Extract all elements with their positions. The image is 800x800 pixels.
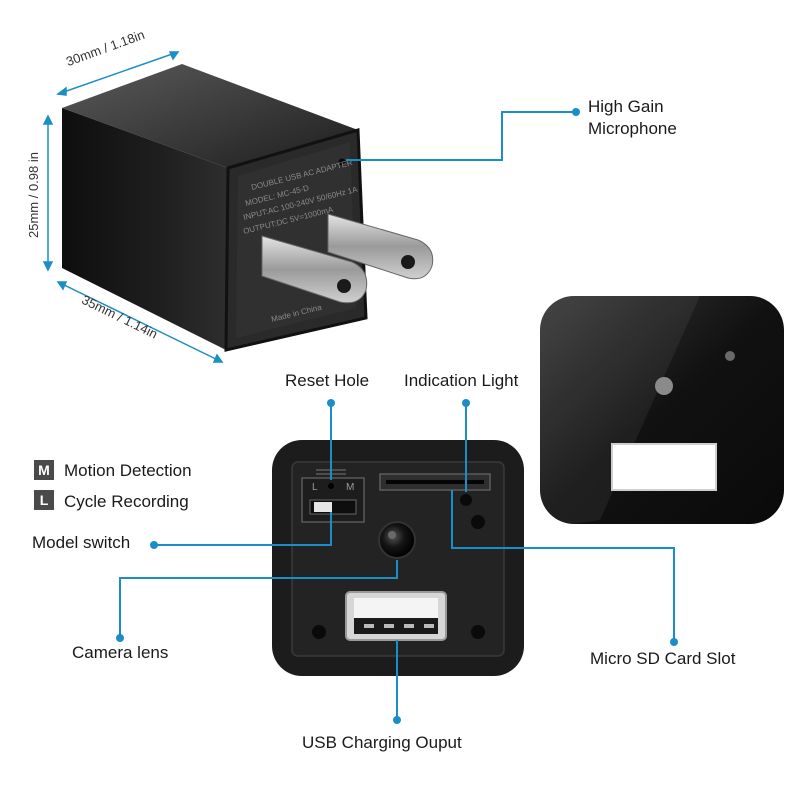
label-high-gain: High Gain [588,97,664,116]
dimension-lines [42,51,224,363]
switch-letter-l: L [312,482,318,493]
camera-lens [378,521,416,559]
badge-motion: M [34,460,54,480]
camera-back-panel: L M [272,440,524,676]
label-model-switch: Model switch [32,533,131,552]
label-reset-hole: Reset Hole [285,371,370,390]
label-motion-detection: Motion Detection [64,461,192,480]
label-usb-output: USB Charging Ouput [302,733,462,752]
microphone-hole [338,158,346,166]
camera-front-face [540,296,784,524]
dimension-height-label: 25mm / 0.98 in [26,152,41,238]
label-cycle-recording: Cycle Recording [64,492,189,511]
label-camera-lens: Camera lens [72,643,169,662]
switch-letter-m: M [346,482,354,493]
model-switch-slider [314,502,332,512]
usb-adapter-illustration: DOUBLE USB AC ADAPTER MODEL: MC-45-D INP… [62,64,434,352]
badge-cycle: L [34,490,54,510]
callout-lines [119,111,675,720]
plug-prongs [261,213,434,304]
label-micro-sd: Micro SD Card Slot [590,649,736,668]
label-microphone: Microphone [588,119,677,138]
callout-dots [116,108,678,724]
label-indication-light: Indication Light [404,371,519,390]
